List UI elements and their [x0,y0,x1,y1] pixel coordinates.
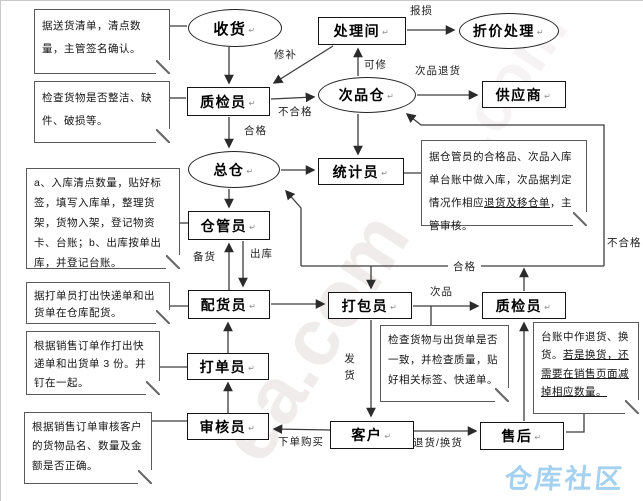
node-qc-inspector-top: 质检员 [187,87,270,116]
node-customer-label: 客户 [351,425,392,445]
node-packer-label: 打包员 [342,296,399,316]
edge-label-defective: 次品 [430,286,453,298]
node-warehouse-keeper-label: 仓管员 [201,216,258,236]
note-auditing: 根据销售订单审核客户的货物品名、数量及金额是否正确。 [24,412,153,485]
node-order-printer: 打单员 [187,353,269,380]
edge-label-place-order: 下单购买 [278,436,324,448]
edge-label-qualified-top: 合格 [244,125,267,137]
note-after-sales: 台账中作退货、换货。若是换货，还需要在销售页面减掉相应数量。 [533,322,640,415]
note-warehouse-keeper: a、入库清点数量，贴好标签，填写入库单，整理货架，货物入架，登记物资卡、台账；b… [26,168,181,270]
site-watermark: 仓库社区 [503,464,627,494]
note-receiving: 据送货清单，清点数量，主管签名确认。 [34,9,171,75]
node-supplier-label: 供应商 [496,85,553,105]
note-order-printing: 根据销售订单作打出快递单和出货单 3 份。并钉在一起。 [26,331,161,396]
note-statistician-text: 据仓管员的合格品、次品入库单台账中做入库，次品据判定情况作相应 [429,151,572,210]
node-picker: 配货员 [188,290,270,319]
node-receiving: 收货 [188,9,282,47]
note-packing: 检查货物与出货单是否一致，并检查质量，贴好相关标签、快递单。 [380,325,510,403]
node-discount-sale: 折价处理 [459,13,559,49]
node-qc-inspector-bottom-label: 质检员 [496,296,553,316]
node-statistician-label: 统计员 [333,162,390,182]
edge-label-stock-prepare: 备货 [193,251,216,263]
node-auditor: 审核员 [187,413,269,440]
edge-label-repairable: 可修 [364,59,387,71]
node-receiving-label: 收货 [213,18,256,39]
node-warehouse-keeper: 仓管员 [188,211,270,240]
node-supplier: 供应商 [482,81,566,108]
note-statistician-text-end: ，主管审核。 [429,197,572,233]
edge-label-ship: 发货 [343,353,355,386]
node-qc-inspector-bottom: 质检员 [482,292,566,319]
edge-label-unqualified-return: 不合格 [607,237,642,249]
node-statistician: 统计员 [318,158,404,185]
edge-label-defect-return: 次品退货 [415,65,461,77]
note-after-sales-underlined: 若是换货，还需要在销售页面减掉相应数量。 [541,349,629,399]
note-qc-check: 检查货物是否整洁、缺件、破损等。 [34,81,171,144]
node-repair-room-label: 处理间 [334,21,391,41]
note-statistician: 据仓管员的合格品、次品入库单台账中做入库，次品据判定情况作相应退货及移仓单，主管… [421,140,588,232]
node-repair-room: 处理间 [318,17,406,45]
edge-label-repaired: 修补 [274,49,297,61]
node-auditor-label: 审核员 [200,417,257,437]
node-order-printer-label: 打单员 [200,357,257,377]
node-picker-label: 配货员 [201,295,258,315]
note-statistician-underlined: 退货及移仓单 [484,197,550,210]
node-after-sales-label: 售后 [501,426,542,446]
node-packer: 打包员 [328,292,412,319]
note-after-sales-text: 台账中作退货、换货。 [541,331,629,362]
edge-label-scrap: 报损 [410,5,433,17]
node-customer: 客户 [330,421,414,449]
node-main-warehouse-label: 总仓 [213,160,254,180]
edge-label-return-exchange: 退货/换货 [413,437,463,449]
node-main-warehouse: 总仓 [188,151,280,188]
node-defect-warehouse: 次品仓 [318,77,416,113]
node-after-sales: 售后 [480,422,564,450]
node-defect-warehouse-label: 次品仓 [339,85,396,105]
node-qc-inspector-top-label: 质检员 [200,92,257,112]
edge-label-outbound: 出库 [250,248,273,260]
note-picking: 据打单员打出快递单和出货单在仓库配货。 [26,282,171,325]
node-discount-sale-label: 折价处理 [473,21,545,41]
edge-label-qualified-return: 合格 [448,259,481,274]
edge-label-unqualified-top: 不合格 [278,106,313,118]
